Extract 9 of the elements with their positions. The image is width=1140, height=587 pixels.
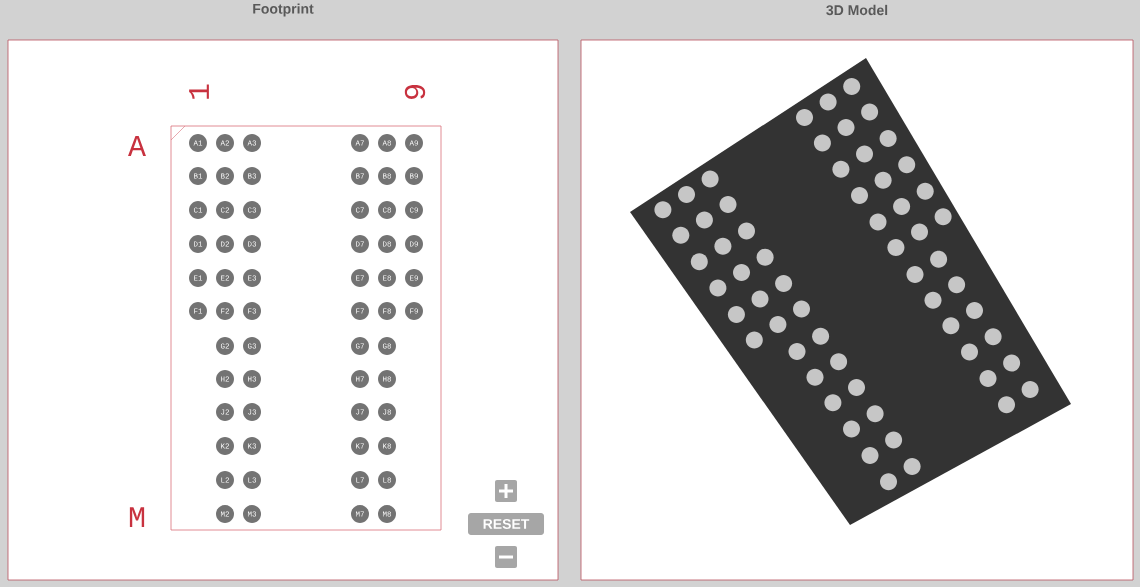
panel — [7, 39, 559, 581]
row-letter: A — [128, 136, 146, 156]
panel-heading: 3D Model — [826, 4, 888, 16]
column-number: 1 — [189, 84, 209, 99]
panel-heading: Footprint — [253, 3, 314, 17]
reset-button: RESET — [468, 513, 544, 535]
column-number: 9 — [404, 85, 426, 99]
package-outline — [170, 125, 442, 531]
row-letter: M — [129, 507, 145, 527]
